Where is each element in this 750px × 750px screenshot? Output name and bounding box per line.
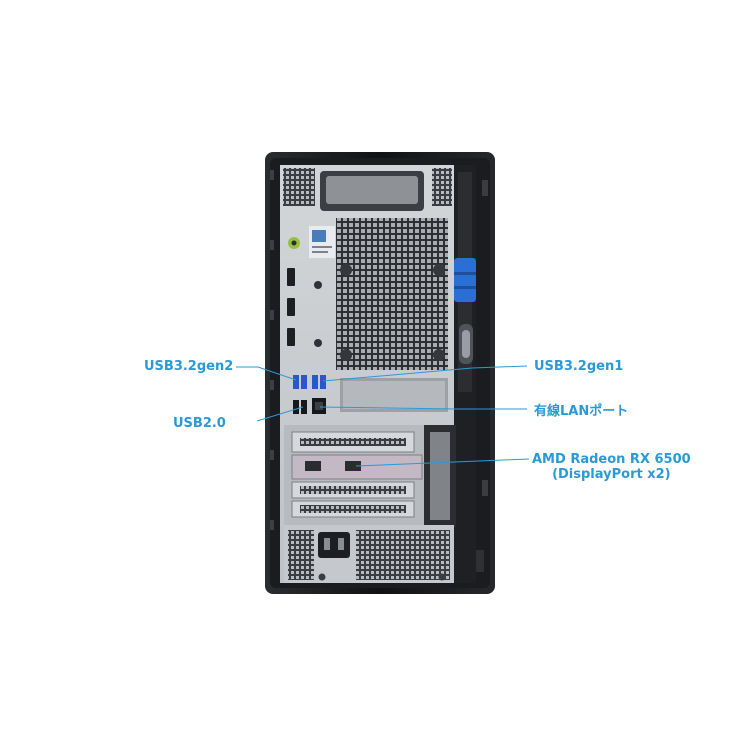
release-latch <box>454 258 476 302</box>
usb20-label: USB2.0 <box>173 416 226 431</box>
callout-line-lan <box>319 406 527 410</box>
callout-lines <box>236 365 530 467</box>
callout-line-usb32gen2 <box>236 366 297 381</box>
panel-recess <box>340 378 448 412</box>
gpu-ports-text: (DisplayPort x2) <box>552 467 671 482</box>
callout-line-usb32gen1 <box>322 365 528 382</box>
callout-line-gpu <box>355 458 530 467</box>
usb32gen1-label: USB3.2gen1 <box>534 359 624 374</box>
gpu-label: AMD Radeon RX 6500 (DisplayPort x2) <box>532 452 691 482</box>
usb32gen2-label: USB3.2gen2 <box>144 359 234 374</box>
gpu-model-text: AMD Radeon RX 6500 <box>532 452 691 467</box>
callout-line-usb20 <box>256 406 304 422</box>
lan-port-label: 有線LANポート <box>534 404 629 419</box>
power-supply <box>284 525 454 583</box>
io-ports <box>287 226 335 414</box>
side-rail <box>454 165 476 583</box>
